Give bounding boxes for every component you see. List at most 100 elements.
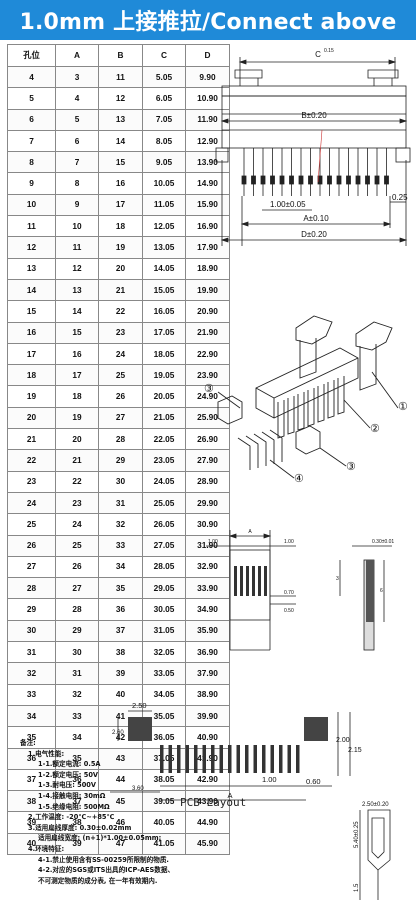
table-cell: 17 bbox=[98, 193, 143, 217]
table-cell: 33.90 bbox=[185, 577, 230, 600]
page-title: 1.0mm 上接推拉/Connect above bbox=[0, 0, 416, 40]
fpc-side-a: 3 bbox=[336, 576, 339, 582]
note-line: 1.电气性能: bbox=[28, 749, 65, 758]
table-cell: 23 bbox=[98, 321, 143, 344]
pcb-h3-label: 2.15 bbox=[348, 747, 362, 754]
table-cell: 27.05 bbox=[142, 534, 186, 557]
table-cell: 23.90 bbox=[185, 364, 230, 387]
pcb-pitch-label: 1.00 bbox=[262, 775, 277, 784]
pcb-pad bbox=[211, 745, 215, 773]
table-cell: 37.05 bbox=[142, 747, 186, 770]
table-cell: 15.05 bbox=[142, 278, 186, 302]
pcb-pad bbox=[279, 745, 283, 773]
table-cell: 35.05 bbox=[142, 704, 186, 728]
comb-tooth bbox=[287, 396, 295, 435]
callout-2: ② bbox=[370, 423, 380, 435]
note-line: 适用扁线宽度: (n+1)*1.00±0.05mm; bbox=[38, 834, 162, 843]
table-cell: 19.90 bbox=[185, 278, 230, 302]
table-cell: 13.05 bbox=[142, 236, 186, 259]
table-cell: 9.90 bbox=[185, 65, 230, 89]
table-cell: 39.05 bbox=[142, 790, 186, 813]
pcb-pad bbox=[236, 745, 240, 773]
pin-tip bbox=[308, 175, 313, 185]
pcb-layout bbox=[110, 710, 391, 900]
pcb-pad bbox=[262, 745, 266, 773]
table-cell: 17.90 bbox=[185, 236, 230, 259]
table-cell: 19 bbox=[55, 406, 99, 430]
table-cell: 6 bbox=[7, 108, 56, 131]
pin-tip bbox=[327, 175, 332, 185]
comb-tooth bbox=[327, 380, 335, 419]
table-cell: 37 bbox=[55, 790, 99, 813]
pcb-pad bbox=[168, 745, 172, 773]
table-cell: 40 bbox=[7, 832, 56, 855]
pcb-pad bbox=[177, 745, 181, 773]
comb-tooth bbox=[277, 400, 285, 439]
table-cell: 33.05 bbox=[142, 662, 186, 685]
table-cell: 14 bbox=[7, 278, 56, 302]
comb-tooth bbox=[317, 384, 325, 423]
table-cell: 45.90 bbox=[185, 832, 230, 855]
table-cell: 43.90 bbox=[185, 790, 230, 813]
note-line: 1-1.额定电流: 0.5A bbox=[38, 760, 101, 769]
table-cell: 9 bbox=[55, 193, 99, 217]
table-cell: 41.05 bbox=[142, 832, 186, 855]
pin-tip bbox=[298, 175, 304, 185]
table-cell: 25.90 bbox=[185, 406, 230, 430]
d-dim-label: D±0.20 bbox=[301, 230, 327, 239]
note-line: 4.环境特征: bbox=[28, 844, 65, 853]
callout-4: ④ bbox=[294, 473, 304, 485]
note-line: 1-2.额定电压: 50V bbox=[38, 770, 99, 779]
a-dim-label: A±0.10 bbox=[303, 214, 329, 223]
note-line: 1-4.接触电阻: 30mΩ bbox=[38, 791, 106, 800]
pin-tip bbox=[251, 175, 256, 185]
fpc-finger bbox=[234, 566, 237, 596]
pin-tip bbox=[355, 175, 361, 185]
note-line: 1-5.绝缘电阻: 500MΩ bbox=[38, 802, 110, 811]
fpc-d2-label: 0.50 bbox=[284, 608, 294, 614]
table-cell: 33 bbox=[55, 704, 99, 728]
b-dim-label: B±0.20 bbox=[301, 111, 327, 120]
pcb-side-bot: 1.5 bbox=[354, 883, 360, 892]
table-cell: 11 bbox=[98, 65, 143, 89]
fpc-drawing bbox=[206, 530, 392, 651]
pcb-pad bbox=[219, 745, 223, 773]
pcb-pad bbox=[245, 745, 249, 773]
table-cell: 35.90 bbox=[185, 619, 230, 643]
table-cell: 25 bbox=[98, 364, 143, 387]
table-cell: 39 bbox=[55, 832, 99, 855]
pcb-pad bbox=[160, 745, 164, 773]
pin-tip bbox=[336, 175, 342, 185]
table-cell: 12 bbox=[7, 236, 56, 259]
table-cell: 21.90 bbox=[185, 321, 230, 344]
note-line: 1-3.耐电压: 500V bbox=[38, 781, 96, 790]
table-cell: 4 bbox=[7, 65, 56, 89]
c-dim-label: C bbox=[315, 50, 321, 59]
notes-heading: 备注: bbox=[20, 739, 36, 747]
fpc-finger bbox=[252, 566, 255, 596]
table-cell: 37.90 bbox=[185, 662, 230, 685]
table-cell: 34 bbox=[7, 704, 56, 728]
pcb-pad bbox=[270, 745, 274, 773]
comb-tooth bbox=[337, 376, 345, 415]
pcb-pad bbox=[287, 745, 291, 773]
comb-tooth bbox=[297, 392, 305, 431]
callout-3b: ③ bbox=[346, 461, 356, 473]
pin-tip bbox=[260, 175, 266, 185]
table-cell: 42.90 bbox=[185, 768, 230, 792]
